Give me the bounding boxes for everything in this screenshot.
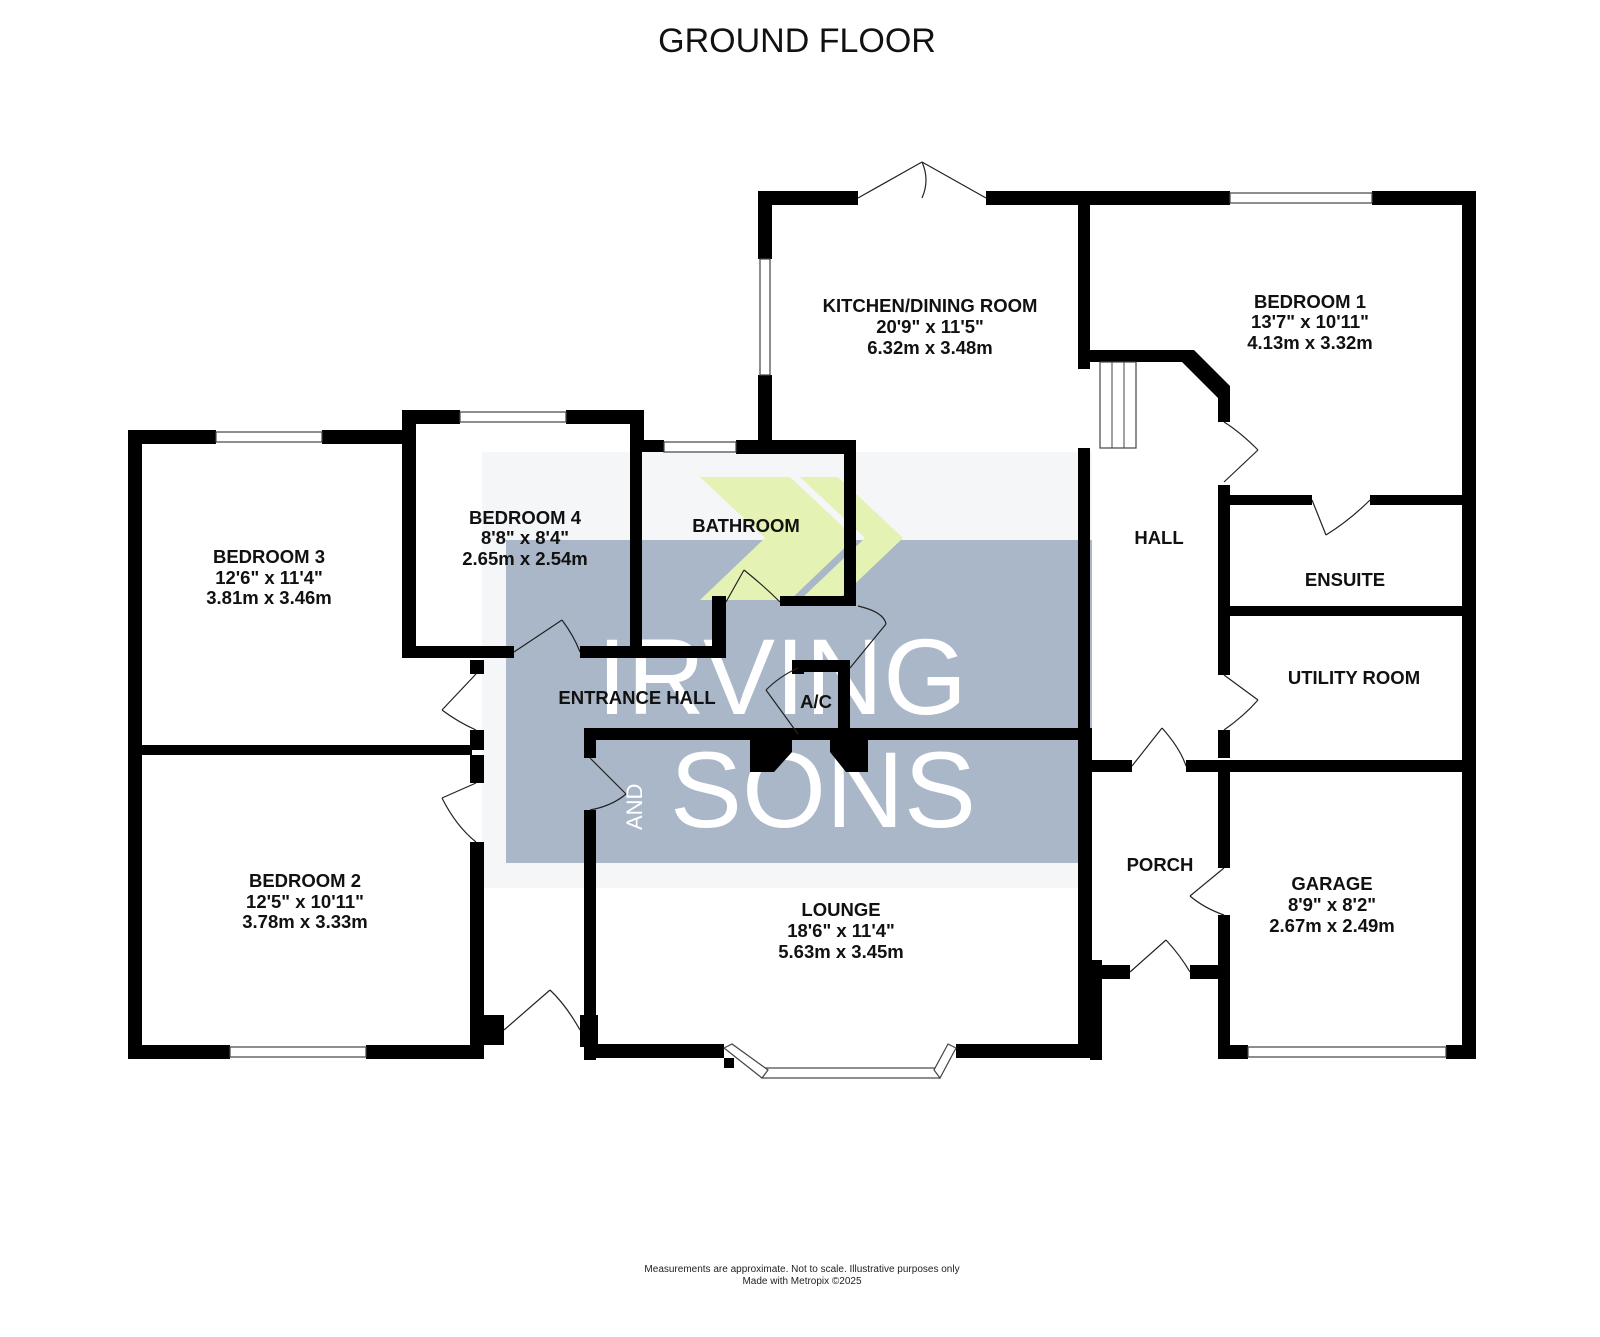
room-dimensions-metric: 6.32m x 3.48m	[867, 337, 992, 358]
window-bedroom2	[229, 1046, 367, 1058]
room-dimensions-metric: 2.65m x 2.54m	[462, 548, 587, 569]
window-bedroom3	[215, 431, 323, 443]
door-front	[503, 989, 581, 1031]
room-name: BEDROOM 3	[213, 546, 325, 567]
door-kitchen-french	[857, 161, 987, 199]
window-bedroom1	[1229, 192, 1373, 204]
room-dimensions-imperial: 12'5" x 10'11"	[246, 891, 364, 912]
footer-disclaimer: Measurements are approximate. Not to sca…	[644, 1264, 959, 1275]
room-name: BATHROOM	[692, 515, 800, 536]
door-porch-garage	[1189, 867, 1225, 916]
window-kitchen-side	[759, 258, 771, 376]
watermark-sons: SONS	[670, 729, 976, 850]
room-label-utility: UTILITY ROOM	[1288, 667, 1420, 688]
window-lounge-bay-left	[722, 1043, 769, 1079]
room-dimensions-metric: 4.13m x 3.32m	[1247, 332, 1372, 353]
watermark-and: AND	[622, 784, 647, 830]
garage-door	[1247, 1046, 1447, 1058]
window-lounge-bay-right	[933, 1043, 957, 1080]
room-dimensions-imperial: 20'9" x 11'5"	[876, 316, 984, 337]
room-name: BEDROOM 4	[469, 507, 582, 528]
window-bedroom4	[459, 411, 567, 423]
room-name: A/C	[800, 691, 832, 712]
room-name: LOUNGE	[801, 899, 880, 920]
watermark-blue-panel	[506, 540, 1092, 863]
room-name: PORCH	[1127, 854, 1194, 875]
window-bathroom	[663, 441, 737, 453]
room-label-porch: PORCH	[1127, 854, 1194, 875]
door-ac	[765, 667, 799, 735]
door-hall-porch	[1131, 727, 1187, 767]
room-dimensions-imperial: 8'9" x 8'2"	[1288, 894, 1376, 915]
door-ensuite	[1311, 499, 1371, 536]
windows	[215, 192, 1447, 1080]
door-bathroom	[725, 569, 781, 603]
door-bedroom1	[1223, 421, 1259, 483]
room-label-bedroom1: BEDROOM 1 13'7" x 10'11" 4.13m x 3.32m	[1247, 291, 1372, 353]
room-dimensions-imperial: 18'6" x 11'4"	[787, 920, 895, 941]
room-dimensions-metric: 3.78m x 3.33m	[242, 911, 367, 932]
room-label-bedroom4: BEDROOM 4 8'8" x 8'4" 2.65m x 2.54m	[462, 507, 587, 569]
door-lounge	[589, 757, 627, 811]
door-bedroom2	[441, 782, 477, 843]
room-label-bedroom2: BEDROOM 2 12'5" x 10'11" 3.78m x 3.33m	[242, 870, 367, 932]
door-porch-front	[1129, 939, 1191, 973]
room-name: BEDROOM 2	[249, 870, 361, 891]
room-label-ensuite: ENSUITE	[1305, 569, 1385, 590]
lounge-bay-sill	[724, 1058, 734, 1068]
room-name: UTILITY ROOM	[1288, 667, 1420, 688]
room-label-garage: GARAGE 8'9" x 8'2" 2.67m x 2.49m	[1269, 873, 1394, 936]
room-label-ac: A/C	[800, 691, 832, 712]
room-dimensions-metric: 2.67m x 2.49m	[1269, 915, 1394, 936]
room-label-kitchen: KITCHEN/DINING ROOM 20'9" x 11'5" 6.32m …	[823, 295, 1038, 358]
room-label-lounge: LOUNGE 18'6" x 11'4" 5.63m x 3.45m	[778, 899, 903, 962]
room-dimensions-imperial: 8'8" x 8'4"	[481, 527, 569, 548]
room-label-bedroom3: BEDROOM 3 12'6" x 11'4" 3.81m x 3.46m	[206, 546, 331, 608]
room-label-entrance-hall: ENTRANCE HALL	[558, 687, 715, 708]
room-name: BEDROOM 1	[1254, 291, 1366, 312]
room-name: ENSUITE	[1305, 569, 1385, 590]
room-dimensions-imperial: 12'6" x 11'4"	[215, 567, 323, 588]
room-label-hall: HALL	[1134, 527, 1183, 548]
room-name: ENTRANCE HALL	[558, 687, 715, 708]
room-name: HALL	[1134, 527, 1183, 548]
room-name: KITCHEN/DINING ROOM	[823, 295, 1038, 316]
door-cupboard	[849, 605, 887, 669]
floor-title: GROUND FLOOR	[658, 22, 936, 60]
doors	[441, 161, 1371, 1031]
window-lounge-bay	[761, 1067, 941, 1079]
door-bedroom4	[513, 619, 581, 653]
room-dimensions-metric: 3.81m x 3.46m	[206, 587, 331, 608]
walls	[128, 191, 1476, 1060]
room-label-bathroom: BATHROOM	[692, 515, 800, 536]
room-dimensions-metric: 5.63m x 3.45m	[778, 941, 903, 962]
room-name: GARAGE	[1291, 873, 1372, 894]
footer-credit: Made with Metropix ©2025	[742, 1276, 862, 1287]
room-dimensions-imperial: 13'7" x 10'11"	[1251, 311, 1369, 332]
door-bedroom3	[441, 673, 477, 731]
door-utility	[1223, 674, 1259, 731]
hall-stair-unit	[1099, 361, 1137, 449]
